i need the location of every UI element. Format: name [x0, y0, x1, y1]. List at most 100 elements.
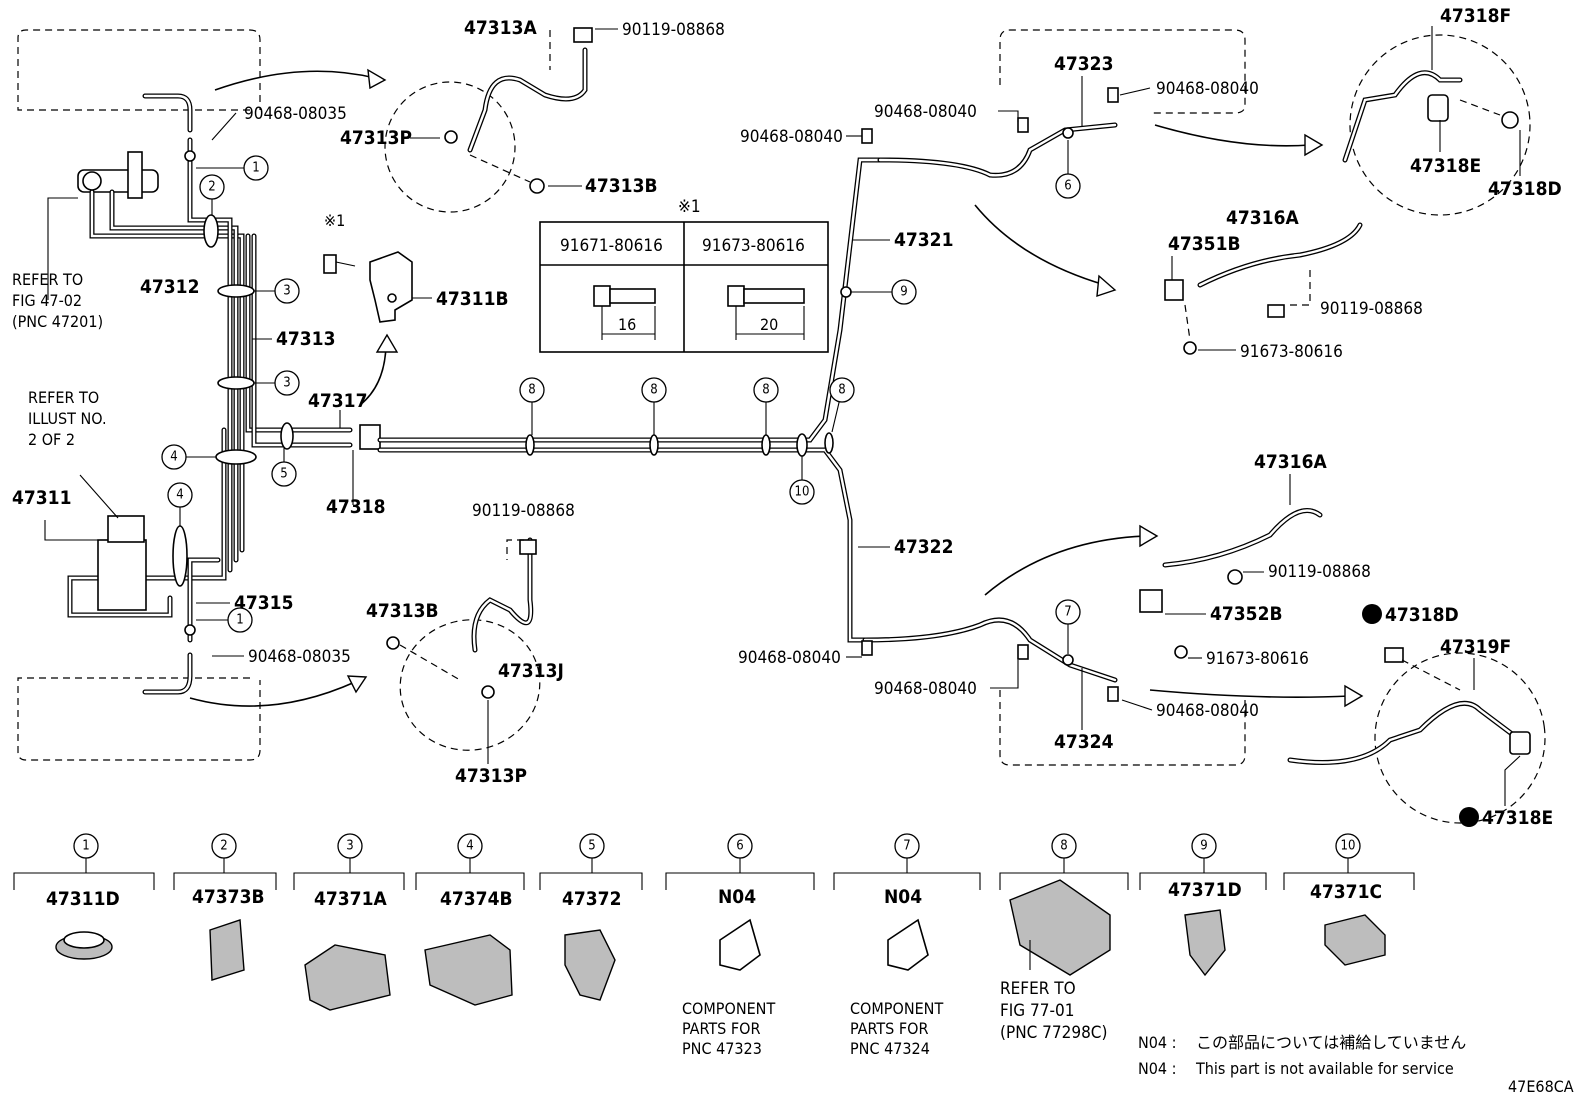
front-left-region [17, 29, 387, 761]
callout-number-4: 4 [176, 488, 183, 503]
callout-number-6: 6 [1064, 179, 1071, 194]
label-47316A-top: 47316A [1226, 207, 1299, 229]
callout-number-8: 8 [1060, 839, 1067, 854]
legend-part-5: 47372 [562, 888, 621, 910]
refer-fig-line3: (PNC 47201) [12, 312, 103, 331]
label-47313: 47313 [276, 328, 335, 350]
label-47316A-bot: 47316A [1254, 451, 1327, 473]
part-labels: 47313A 90119-08868 90468-08035 47313P 47… [12, 5, 1574, 1096]
legend-part-10: 47371C [1310, 881, 1382, 903]
label-47322: 47322 [894, 536, 953, 558]
legend-8-note-1: REFER TO [1000, 979, 1076, 999]
callout-number-2: 2 [208, 180, 215, 195]
label-47318D-top: 47318D [1488, 178, 1562, 200]
label-47351B: 47351B [1168, 233, 1241, 255]
label-90119-08868-top: 90119-08868 [622, 20, 725, 40]
label-47313P-top: 47313P [340, 127, 412, 149]
marker-x1: ※1 [324, 211, 345, 230]
refer-illust-line2: ILLUST NO. [28, 409, 107, 428]
callout-circle-2 [199, 174, 225, 200]
label-47318: 47318 [326, 496, 385, 518]
callout-circle-2 [211, 833, 237, 859]
label-47318F: 47318F [1440, 5, 1511, 27]
clamp-47371c [1324, 914, 1386, 966]
diagram-id: 47E68CA [1508, 1077, 1574, 1096]
label-90119-08868-mid: 90119-08868 [472, 501, 575, 521]
footnote-text-en: This part is not available for service [1195, 1059, 1454, 1078]
callout-circle-9 [891, 279, 917, 305]
callout-circle-5 [579, 833, 605, 859]
callout-circle-3 [337, 833, 363, 859]
legend-part-6: N04 [718, 886, 756, 908]
label-90119-08868-right: 90119-08868 [1320, 299, 1423, 319]
clip-n04-47324 [887, 918, 929, 971]
callout-number-8: 8 [528, 383, 535, 398]
label-90468-08040-d: 90468-08040 [738, 648, 841, 668]
label-47311: 47311 [12, 487, 71, 509]
callout-number-2: 2 [220, 839, 227, 854]
refer-fig-line2: FIG 47-02 [12, 291, 82, 310]
callout-circle-8 [1051, 833, 1077, 859]
master-cylinder-area [44, 27, 593, 751]
label-47321: 47321 [894, 229, 953, 251]
label-90119-08868-right2: 90119-08868 [1268, 562, 1371, 582]
legend-8-note-2: FIG 77-01 [1000, 1001, 1074, 1021]
callout-circle-5 [271, 461, 297, 487]
label-91673-80616-top: 91673-80616 [1240, 342, 1343, 362]
legend-8-note-3: (PNC 77298C) [1000, 1023, 1107, 1043]
callout-number-1: 1 [252, 161, 259, 176]
callout-circle-1 [243, 155, 269, 181]
table-part-1: 91671-80616 [560, 236, 663, 256]
callout-circle-7 [894, 833, 920, 859]
label-47313B-bot: 47313B [366, 600, 439, 622]
clamp-47372 [564, 929, 616, 1001]
table-marker: ※1 [678, 197, 701, 217]
label-47318E-bot: 47318E [1482, 807, 1553, 829]
callout-circle-1 [227, 607, 253, 633]
label-47324: 47324 [1054, 731, 1114, 753]
label-90468-08040-e: 90468-08040 [874, 679, 977, 699]
legend-7-note-2: PARTS FOR [850, 1019, 928, 1038]
label-47312: 47312 [140, 276, 199, 298]
label-90468-08040-b: 90468-08040 [874, 102, 977, 122]
callout-circle-4 [457, 833, 483, 859]
legend-part-3: 47371A [314, 888, 387, 910]
label-47313A: 47313A [464, 17, 537, 39]
callout-number-5: 5 [280, 467, 287, 482]
callout-number-4: 4 [466, 839, 473, 854]
rear-brake-parts [1139, 34, 1546, 827]
callout-number-8: 8 [838, 383, 845, 398]
callout-circle-6 [727, 833, 753, 859]
label-90468-08035-top: 90468-08035 [244, 104, 347, 124]
table-length-2: 20 [760, 315, 778, 334]
callout-number-5: 5 [588, 839, 595, 854]
label-47315: 47315 [234, 592, 293, 614]
clip-n04-47323 [719, 918, 761, 971]
label-47352B: 47352B [1210, 603, 1283, 625]
callout-circle-9 [1191, 833, 1217, 859]
label-47318D-bot: 47318D [1385, 604, 1459, 626]
callout-number-8: 8 [762, 383, 769, 398]
callout-number-7: 7 [903, 839, 910, 854]
label-91673-80616-bot: 91673-80616 [1206, 649, 1309, 669]
label-47313J: 47313J [498, 660, 564, 682]
label-47317: 47317 [308, 390, 367, 412]
label-47311B: 47311B [436, 288, 509, 310]
bolt-reference-table [539, 221, 829, 353]
callout-number-3: 3 [283, 376, 290, 391]
legend-7-note-1: COMPONENT [850, 999, 943, 1018]
callout-circle-7 [1055, 599, 1081, 625]
legend-7-note-3: PNC 47324 [850, 1039, 930, 1058]
legend-part-9: 47371D [1168, 879, 1242, 901]
clamp-47371d [1184, 909, 1226, 977]
callout-number-1: 1 [236, 613, 243, 628]
legend-part-1: 47311D [46, 888, 120, 910]
callout-number-3: 3 [346, 839, 353, 854]
callout-circle-3 [274, 370, 300, 396]
label-90468-08040-a: 90468-08040 [1156, 79, 1259, 99]
callout-circle-1 [73, 833, 99, 859]
clamp-47374b [424, 934, 513, 1006]
callout-circle-8 [753, 377, 779, 403]
label-47323: 47323 [1054, 53, 1113, 75]
